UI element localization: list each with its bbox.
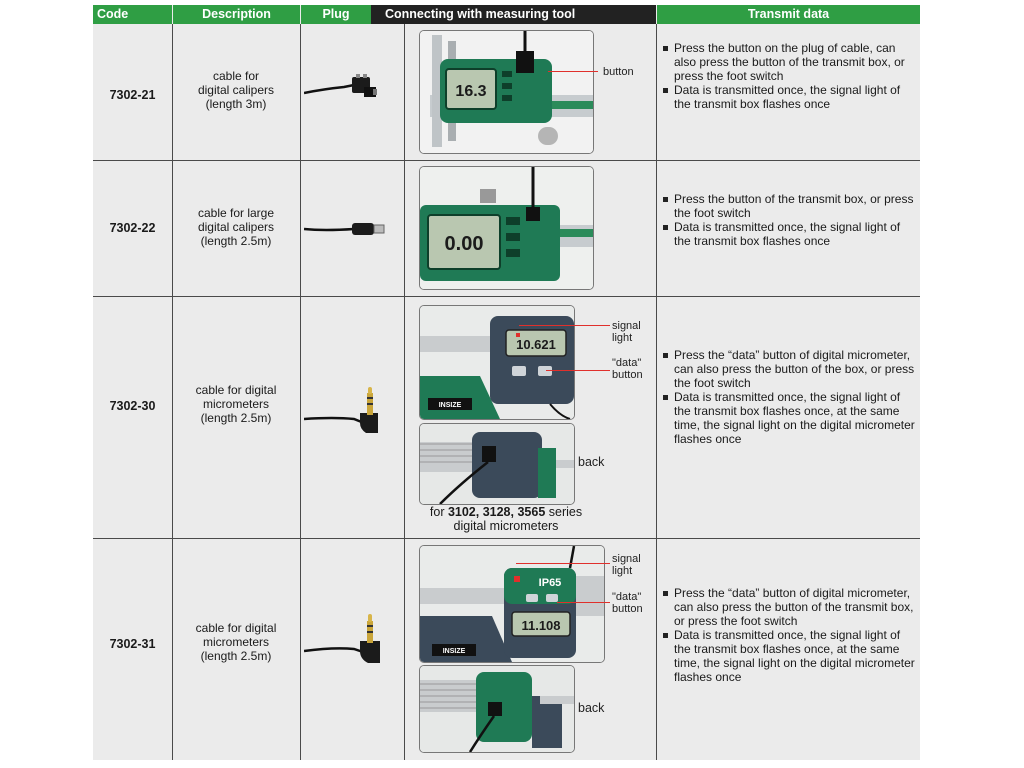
row-description: cable for digital calipers (length 3m) — [197, 69, 275, 111]
insize-logo: INSIZE — [439, 402, 462, 409]
transmit-item: Press the “data” button of digital micro… — [661, 586, 916, 628]
row-description: cable for digital micrometers (length 2.… — [195, 383, 277, 425]
data-button-callout-line — [546, 370, 610, 371]
series-caption: for 3102, 3128, 3565 series digital micr… — [429, 505, 583, 533]
column-divider — [404, 24, 405, 760]
transmit-item: Data is transmitted once, the signal lig… — [661, 220, 916, 248]
header-transmit: Transmit data — [657, 5, 920, 24]
audio-jack-plug-icon — [304, 614, 380, 663]
micrometer-front-photo: 10.621 INSIZE — [419, 305, 575, 420]
signal-light-callout: signal light — [612, 320, 641, 344]
lcd-reading: 16.3 — [455, 83, 486, 100]
row-code: 7302-30 — [109, 399, 156, 413]
signal-light-callout: signal light — [612, 553, 641, 577]
header-connecting: Connecting with measuring tool — [371, 5, 656, 24]
header-description: Description — [173, 5, 300, 24]
caliper-photo: 16.3 — [419, 30, 594, 154]
lcd-reading: 0.00 — [445, 233, 484, 255]
transmit-data: Press the button of the transmit box, or… — [661, 192, 916, 248]
transmit-item: Data is transmitted once, the signal lig… — [661, 390, 916, 446]
row-divider — [93, 538, 920, 539]
transmit-item: Press the “data” button of digital micro… — [661, 348, 916, 390]
caliper-plug-icon — [304, 74, 377, 97]
data-button-callout-line — [557, 602, 610, 603]
row-code: 7302-21 — [109, 88, 156, 102]
row-description: cable for large digital calipers (length… — [197, 206, 275, 248]
data-button-callout: "data" button — [612, 357, 643, 381]
back-label: back — [578, 701, 605, 715]
button-callout-line — [548, 71, 598, 72]
column-divider — [656, 24, 657, 760]
column-divider — [300, 24, 301, 760]
row-description: cable for digital micrometers (length 2.… — [195, 621, 277, 663]
transmit-item: Data is transmitted once, the signal lig… — [661, 83, 916, 111]
transmit-data: Press the button on the plug of cable, c… — [661, 41, 916, 111]
transmit-data: Press the “data” button of digital micro… — [661, 348, 916, 446]
data-button-callout: "data" button — [612, 591, 643, 615]
transmit-item: Data is transmitted once, the signal lig… — [661, 628, 916, 684]
row-code: 7302-22 — [109, 221, 156, 235]
large-caliper-photo: 0.00 — [419, 166, 594, 290]
connection-table: Code Description Plug Connecting with me… — [93, 5, 920, 760]
lcd-reading: 10.621 — [516, 337, 556, 352]
back-label: back — [578, 455, 605, 469]
audio-jack-plug-icon — [304, 387, 378, 433]
signal-light-callout-line — [519, 325, 610, 326]
micro-usb-plug-icon — [304, 223, 385, 235]
header-code: Code — [93, 5, 172, 24]
ip65-label: IP65 — [539, 577, 562, 589]
micrometer-back-photo — [419, 423, 575, 505]
signal-light-callout-line — [516, 563, 610, 564]
row-code: 7302-31 — [109, 637, 156, 651]
lcd-reading: 11.108 — [521, 618, 560, 633]
column-divider — [172, 24, 173, 760]
ip65-micrometer-back-photo — [419, 665, 575, 753]
insize-logo: INSIZE — [443, 648, 466, 655]
header-plug: Plug — [301, 5, 371, 24]
row-divider — [93, 296, 920, 297]
button-callout: button — [603, 66, 634, 78]
transmit-data: Press the “data” button of digital micro… — [661, 586, 916, 684]
row-divider — [93, 160, 920, 161]
transmit-item: Press the button on the plug of cable, c… — [661, 41, 916, 83]
transmit-item: Press the button of the transmit box, or… — [661, 192, 916, 220]
ip65-micrometer-front-photo: IP65 11.108 INSIZE — [419, 545, 605, 663]
